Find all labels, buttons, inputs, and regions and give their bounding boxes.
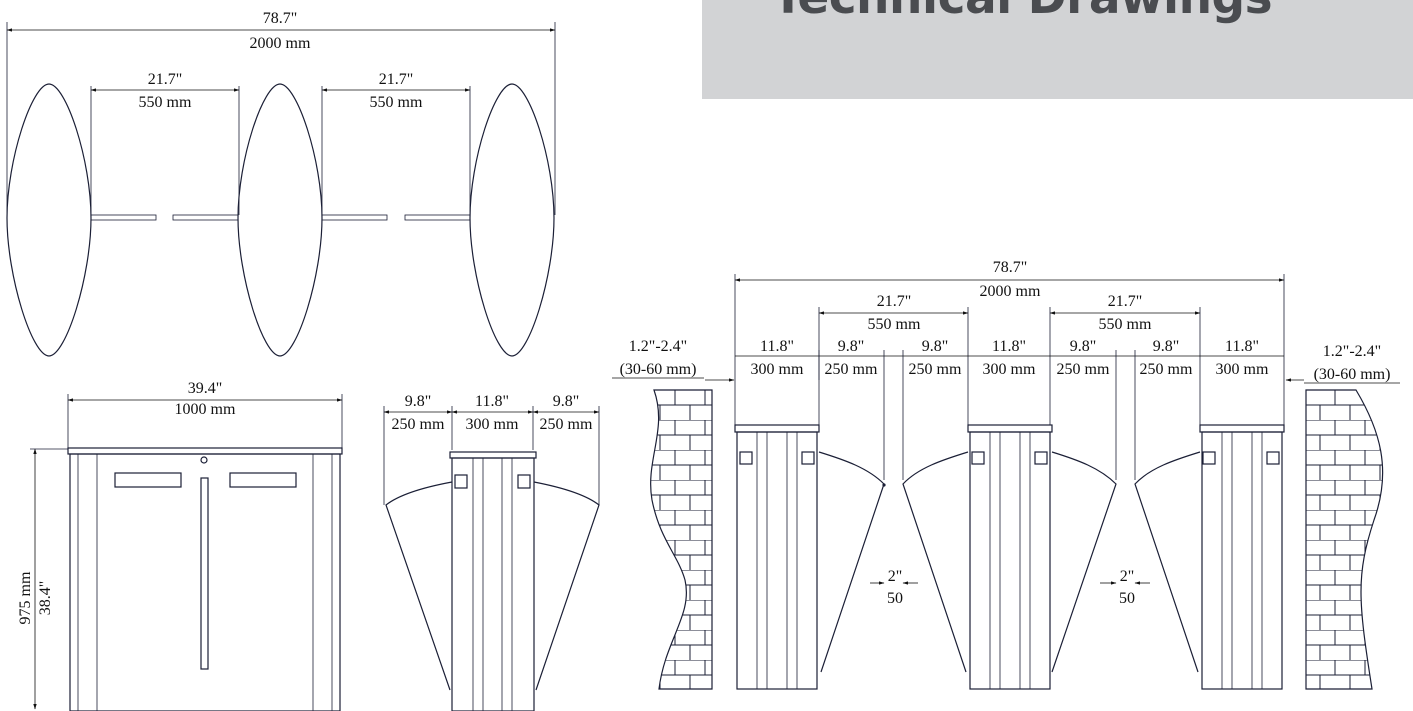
front-height-mm: 975 mm — [17, 571, 34, 624]
indicator-window — [229, 472, 297, 488]
top-gap1-inches: 21.7" — [148, 71, 183, 88]
side-right-wing-inches: 9.8" — [553, 393, 580, 410]
cabinet-top-cover — [734, 424, 820, 433]
center-slot — [200, 477, 209, 670]
install-overall-mm: 2000 mm — [980, 283, 1041, 300]
cabinet-top-outline — [469, 83, 555, 357]
page-title: Technical Drawings — [772, 0, 1273, 25]
sensor-window — [1202, 451, 1216, 465]
brick-wall-left — [650, 389, 713, 690]
side-flap-right — [533, 481, 600, 691]
side-view-drawing: 9.8" 250 mm 11.8" 300 mm 9.8" 250 mm — [383, 393, 600, 711]
segment-inches: 11.8" — [992, 338, 1026, 355]
top-gap2-inches: 21.7" — [379, 71, 414, 88]
sensor-window — [517, 474, 531, 489]
cabinet-top-outline — [237, 83, 323, 357]
flap-gap1-inches: 2" — [888, 568, 903, 585]
cabinet-top-cover — [1199, 424, 1285, 433]
wall-gap-right-mm: (30-60 mm) — [1314, 366, 1391, 383]
segment-inches: 9.8" — [1070, 338, 1097, 355]
installation-view-drawing: 78.7" 2000 mm 21.7" 550 mm 21.7" 550 mm … — [612, 259, 1400, 690]
top-view-drawing: 78.7" 2000 mm 21.7" 550 mm 21.7" 550 mm — [6, 10, 556, 357]
segment-mm: 250 mm — [909, 361, 962, 378]
brick-wall-right — [1305, 389, 1384, 690]
front-top-cover — [67, 447, 343, 455]
flap-wing — [1051, 451, 1117, 673]
flap-gap2-inches: 2" — [1120, 568, 1135, 585]
sensor-dot — [200, 456, 208, 464]
turnstile-cabinet-right — [1199, 424, 1285, 690]
segment-inches: 9.8" — [1153, 338, 1180, 355]
indicator-window — [114, 472, 182, 488]
segment-mm: 300 mm — [1216, 361, 1269, 378]
flap-top-view — [172, 214, 239, 221]
sensor-window — [801, 451, 815, 465]
flap-top-view — [321, 214, 388, 221]
segment-inches: 11.8" — [760, 338, 794, 355]
cabinet-top-cover — [967, 424, 1053, 433]
side-body-mm: 300 mm — [466, 416, 519, 433]
flap-gap1-mm: 50 — [887, 590, 903, 607]
front-cabinet-body — [69, 453, 341, 711]
segment-mm: 300 mm — [983, 361, 1036, 378]
side-left-wing-inches: 9.8" — [405, 393, 432, 410]
wall-gap-left-mm: (30-60 mm) — [620, 361, 697, 378]
cabinet-body — [736, 431, 818, 690]
segment-mm: 250 mm — [1140, 361, 1193, 378]
segment-inches: 9.8" — [922, 338, 949, 355]
top-gap2-mm: 550 mm — [370, 94, 423, 111]
top-overall-mm: 2000 mm — [250, 35, 311, 52]
flap-top-view — [90, 214, 157, 221]
segment-inches: 9.8" — [838, 338, 865, 355]
segment-mm: 250 mm — [1057, 361, 1110, 378]
turnstile-cabinet-left — [734, 424, 820, 690]
side-left-wing-mm: 250 mm — [392, 416, 445, 433]
install-lane1-mm: 550 mm — [868, 316, 921, 333]
sensor-window — [454, 474, 468, 489]
install-lane1-inches: 21.7" — [877, 293, 912, 310]
side-cabinet-body — [451, 457, 535, 711]
flap-wing — [818, 451, 885, 673]
top-gap1-mm: 550 mm — [139, 94, 192, 111]
flap-top-view — [404, 214, 471, 221]
front-view-drawing: 39.4" 1000 mm 38.4" 975 mm — [17, 380, 343, 711]
install-lane2-inches: 21.7" — [1108, 293, 1143, 310]
segment-mm: 250 mm — [825, 361, 878, 378]
sensor-window — [971, 451, 985, 465]
cabinet-top-outline — [6, 83, 92, 357]
segment-inches: 11.8" — [1225, 338, 1259, 355]
front-width-inches: 39.4" — [188, 380, 223, 397]
sensor-window — [1034, 451, 1048, 465]
cabinet-body — [1201, 431, 1283, 690]
side-body-inches: 11.8" — [475, 393, 509, 410]
side-flap-left — [385, 481, 453, 691]
top-overall-inches: 78.7" — [263, 10, 298, 27]
front-width-mm: 1000 mm — [175, 401, 236, 418]
title-banner: Technical Drawings — [702, 0, 1413, 99]
sensor-window — [739, 451, 753, 465]
flap-wing — [902, 451, 969, 673]
front-height-inches: 38.4" — [37, 581, 54, 616]
wall-gap-left-inches: 1.2"-2.4" — [629, 338, 687, 355]
turnstile-cabinet-center — [967, 424, 1053, 690]
sensor-window — [1266, 451, 1280, 465]
flap-wing — [1134, 451, 1201, 673]
install-overall-inches: 78.7" — [993, 259, 1028, 276]
wall-gap-right-inches: 1.2"-2.4" — [1323, 343, 1381, 360]
flap-gap2-mm: 50 — [1119, 590, 1135, 607]
segment-mm: 300 mm — [751, 361, 804, 378]
cabinet-body — [969, 431, 1051, 690]
side-top-cover — [449, 451, 537, 459]
flap-tip — [882, 483, 886, 487]
install-lane2-mm: 550 mm — [1099, 316, 1152, 333]
side-right-wing-mm: 250 mm — [540, 416, 593, 433]
